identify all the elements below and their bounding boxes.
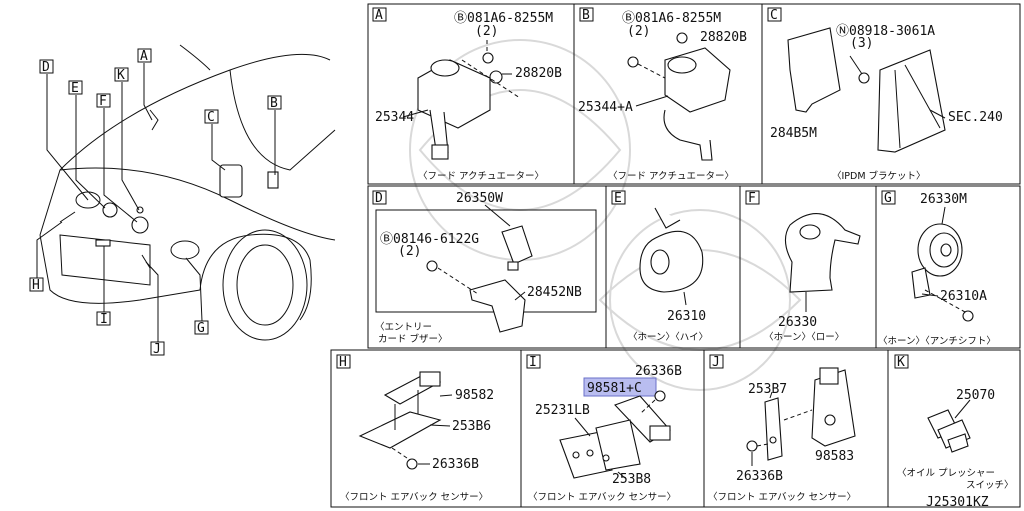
airbag-sensor-h-drawing <box>358 371 453 470</box>
entry-card-buzzer-drawing <box>375 204 597 333</box>
panel-C-letter: C <box>770 8 778 23</box>
panel-E-letter: E <box>614 191 622 206</box>
panel-I-caption: 〈フロント エアバック センサー〉 <box>528 492 676 503</box>
panel-J-letter: J <box>712 355 720 370</box>
panel-D-part-bolt: Ⓑ08146-6122G <box>380 232 479 247</box>
panel-K-caption-1: 〈オイル プレッシャー <box>897 468 995 479</box>
panel-I-part-highlighted[interactable]: 98581+C <box>587 381 642 396</box>
panel-I-part-bracket: 25231LB <box>535 403 590 418</box>
diagram-code: J25301KZ <box>926 495 989 510</box>
panel-G: G 26330M 26310A 〈ホーン〉〈アンチシフト〉 <box>878 190 996 347</box>
panel-C-part-sec: SEC.240 <box>948 110 1003 125</box>
overview-callouts: A B C D E F K H I J G <box>29 48 282 357</box>
horn-antishift-drawing <box>911 206 974 322</box>
airbag-sensor-j-drawing <box>746 367 856 466</box>
callout-J: J <box>153 342 161 357</box>
panel-G-part-horn: 26330M <box>920 192 967 207</box>
panel-D-caption-1: 〈エントリー <box>375 322 432 333</box>
panel-B: B Ⓑ081A6-8255M (2) 28820B 25344+A 〈フード ア… <box>578 7 747 182</box>
callout-I: I <box>100 312 108 327</box>
panel-I-part-bolt: 26336B <box>635 364 682 379</box>
callout-C: C <box>207 110 215 125</box>
horn-high-drawing <box>639 207 704 306</box>
panel-J-part-sensor: 98583 <box>815 449 854 464</box>
ipdm-bracket-drawing <box>787 27 946 153</box>
panel-G-part-bolt: 26310A <box>940 289 987 304</box>
panel-K-caption-2: スイッチ〉 <box>966 480 1014 491</box>
panel-F-part-horn: 26330 <box>778 315 817 330</box>
callout-K: K <box>117 68 125 83</box>
panel-G-caption: 〈ホーン〉〈アンチシフト〉 <box>878 336 996 347</box>
panel-I-letter: I <box>529 355 537 370</box>
panel-D-caption-2: カード ブザー〉 <box>378 333 448 345</box>
panel-C-part-nut: Ⓝ08918-3061A <box>836 24 935 39</box>
callout-A: A <box>140 49 148 64</box>
panel-A-letter: A <box>375 8 383 23</box>
callout-E: E <box>71 81 79 96</box>
panel-I-part-bracket2: 253B8 <box>612 472 651 487</box>
horn-low-drawing <box>784 213 861 312</box>
panel-B-part-actuator: 25344+A <box>578 100 633 115</box>
panel-A-caption: 〈フード アクチュエーター〉 <box>418 171 544 182</box>
panel-B-qty: (2) <box>627 24 650 39</box>
callout-D: D <box>42 60 50 75</box>
panel-J-part-bracket: 253B7 <box>748 382 787 397</box>
panel-F-letter: F <box>748 191 756 206</box>
panel-H-letter: H <box>339 355 347 370</box>
callout-F: F <box>99 94 107 109</box>
panel-H-part-sensor: 98582 <box>455 388 494 403</box>
highlight-box[interactable] <box>583 377 657 397</box>
panel-E-part-horn: 26310 <box>667 309 706 324</box>
panel-K-part-switch: 25070 <box>956 388 995 403</box>
panel-A-part-bolt: Ⓑ081A6-8255M <box>454 11 553 26</box>
panel-D-part-buzzer: 26350W <box>456 191 503 206</box>
callout-H: H <box>32 278 40 293</box>
panel-A-part-nut: 28820B <box>515 66 562 81</box>
panel-C-qty: (3) <box>850 36 873 51</box>
callout-B: B <box>270 96 278 111</box>
panel-J: J 253B7 26336B 98583 〈フロント エアバック センサー〉 <box>708 354 856 503</box>
car-overview <box>36 44 336 342</box>
panel-C-part-bracket: 284B5M <box>770 126 817 141</box>
panel-J-caption: 〈フロント エアバック センサー〉 <box>708 492 856 503</box>
panel-E-caption: 〈ホーン〉〈ハイ〉 <box>628 332 708 343</box>
panel-F-caption: 〈ホーン〉〈ロー〉 <box>764 332 844 343</box>
panel-H-part-bracket: 253B6 <box>452 419 491 434</box>
panel-K: K 25070 〈オイル プレッシャー スイッチ〉 <box>894 354 1014 491</box>
panel-B-caption: 〈フード アクチュエーター〉 <box>608 171 734 182</box>
panel-A-qty: (2) <box>475 24 498 39</box>
panel-D: D 26350W Ⓑ08146-6122G (2) 28452NB 〈エントリー… <box>372 190 597 345</box>
panel-H-caption: 〈フロント エアバック センサー〉 <box>340 492 488 503</box>
oil-pressure-switch-drawing <box>927 399 971 453</box>
hood-actuator-drawing <box>402 40 521 160</box>
panel-G-letter: G <box>884 191 892 206</box>
panel-B-part-nut: 28820B <box>700 30 747 45</box>
panel-K-letter: K <box>897 355 905 370</box>
panel-C: C Ⓝ08918-3061A (3) 284B5M SEC.240 〈IPDM … <box>767 7 1003 182</box>
panel-B-letter: B <box>582 8 590 23</box>
panel-D-letter: D <box>375 191 383 206</box>
panel-H-part-bolt: 26336B <box>432 457 479 472</box>
panel-H: H 98582 253B6 26336B 〈フロント エアバック センサー〉 <box>336 354 494 503</box>
panel-E: E 26310 〈ホーン〉〈ハイ〉 <box>611 190 708 343</box>
panel-F: F 26330 〈ホーン〉〈ロー〉 <box>745 190 861 343</box>
airbag-sensor-i-drawing <box>559 390 671 479</box>
panel-A-part-actuator: 25344 <box>375 110 414 125</box>
panel-B-part-bolt: Ⓑ081A6-8255M <box>622 11 721 26</box>
panel-D-qty: (2) <box>398 244 421 259</box>
panel-J-part-bolt: 26336B <box>736 469 783 484</box>
hood-actuator-b-drawing <box>627 32 731 161</box>
callout-G: G <box>197 321 205 336</box>
panel-grid <box>330 3 1021 508</box>
panel-C-caption: 〈IPDM ブラケット〉 <box>832 170 926 182</box>
panel-A: A Ⓑ081A6-8255M (2) 28820B 25344 〈フード アクチ… <box>372 7 562 182</box>
panel-D-part-bracket: 28452NB <box>527 285 582 300</box>
panel-I: I 26336B 98581+C 25231LB 253B8 〈フロント エアバ… <box>526 354 682 503</box>
